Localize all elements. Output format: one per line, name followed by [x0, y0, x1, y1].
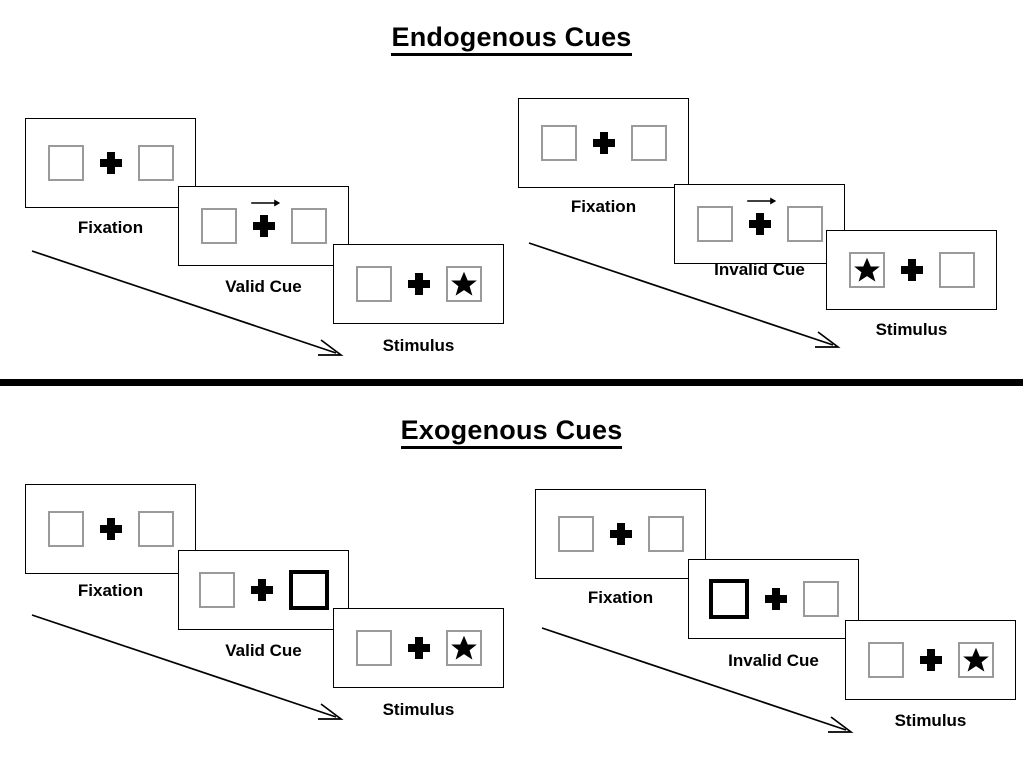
- section-divider: [0, 379, 1023, 386]
- frame-caption: Invalid Cue: [714, 260, 805, 279]
- fixation-cross-icon: [252, 215, 275, 237]
- right-arrow-icon: [250, 199, 280, 207]
- frame-caption: Fixation: [77, 581, 144, 600]
- right-box: [630, 125, 667, 161]
- left-box: [355, 266, 392, 302]
- section-title-exogenous: Exogenous Cues: [0, 415, 1023, 449]
- left-box: [198, 572, 235, 608]
- center-column: [392, 273, 446, 295]
- time-flow-arrow-endogenous-valid: [31, 250, 344, 356]
- frame-caption: Valid Cue: [225, 277, 302, 296]
- center-column: [577, 132, 631, 154]
- left-box: [867, 642, 904, 678]
- left-box: [47, 511, 84, 547]
- left-box-cued: [708, 579, 749, 619]
- right-box-with-target: [445, 266, 482, 302]
- right-box: [137, 511, 174, 547]
- frame-caption: Fixation: [77, 218, 144, 237]
- star-target-icon: [450, 271, 477, 296]
- left-box: [696, 206, 733, 242]
- right-box: [786, 206, 823, 242]
- trial-frame-fixation: [25, 484, 196, 574]
- right-box: [137, 145, 174, 181]
- trial-frame-valid-cue: [178, 550, 349, 630]
- frame-caption: Fixation: [587, 588, 654, 607]
- fixation-cross-icon: [900, 259, 923, 281]
- trial-frame-stimulus: [333, 608, 504, 688]
- center-column: [392, 637, 446, 659]
- right-box-with-target: [957, 642, 994, 678]
- star-target-icon: [450, 635, 477, 660]
- star-target-icon: [853, 257, 880, 282]
- fixation-cross-icon: [609, 523, 632, 545]
- right-box: [647, 516, 684, 552]
- time-flow-arrow-exogenous-invalid: [541, 627, 854, 733]
- trial-frame-fixation: [518, 98, 689, 188]
- fixation-cross-icon: [748, 213, 771, 235]
- frame-caption: Stimulus: [875, 320, 948, 339]
- left-box: [200, 208, 237, 244]
- frame-caption: Stimulus: [894, 711, 967, 730]
- left-box: [47, 145, 84, 181]
- center-column: [594, 523, 648, 545]
- center-column: [733, 197, 787, 235]
- trial-frame-stimulus: [333, 244, 504, 324]
- fixation-cross-icon: [764, 588, 787, 610]
- frame-caption: Invalid Cue: [728, 651, 819, 670]
- fixation-cross-icon: [99, 152, 122, 174]
- left-box-with-target: [848, 252, 885, 288]
- section-title-endogenous-text: Endogenous Cues: [391, 22, 632, 56]
- trial-frame-invalid-cue: [674, 184, 845, 264]
- frame-caption: Fixation: [570, 197, 637, 216]
- right-box: [938, 252, 975, 288]
- fixation-cross-icon: [99, 518, 122, 540]
- fixation-cross-icon: [919, 649, 942, 671]
- right-box: [290, 208, 327, 244]
- center-column: [84, 518, 138, 540]
- center-column: [237, 199, 291, 237]
- trial-frame-stimulus: [826, 230, 997, 310]
- trial-frame-stimulus: [845, 620, 1016, 700]
- fixation-cross-icon: [250, 579, 273, 601]
- frame-caption: Stimulus: [382, 336, 455, 355]
- section-title-exogenous-text: Exogenous Cues: [400, 415, 623, 449]
- right-arrow-icon: [746, 197, 776, 205]
- fixation-cross-icon: [407, 273, 430, 295]
- frame-caption: Valid Cue: [225, 641, 302, 660]
- left-box: [557, 516, 594, 552]
- section-title-endogenous: Endogenous Cues: [0, 22, 1023, 56]
- center-column: [235, 579, 289, 601]
- time-flow-arrow-exogenous-valid: [31, 614, 344, 720]
- trial-frame-fixation: [535, 489, 706, 579]
- star-target-icon: [962, 647, 989, 672]
- trial-frame-valid-cue: [178, 186, 349, 266]
- frame-caption: Stimulus: [382, 700, 455, 719]
- time-flow-arrow-endogenous-invalid: [528, 242, 841, 348]
- left-box: [540, 125, 577, 161]
- right-box: [802, 581, 839, 617]
- center-column: [84, 152, 138, 174]
- right-box-with-target: [445, 630, 482, 666]
- right-box-cued: [288, 570, 329, 610]
- left-box: [355, 630, 392, 666]
- center-column: [904, 649, 958, 671]
- trial-frame-fixation: [25, 118, 196, 208]
- center-column: [749, 588, 803, 610]
- fixation-cross-icon: [407, 637, 430, 659]
- trial-frame-invalid-cue: [688, 559, 859, 639]
- center-column: [885, 259, 939, 281]
- fixation-cross-icon: [592, 132, 615, 154]
